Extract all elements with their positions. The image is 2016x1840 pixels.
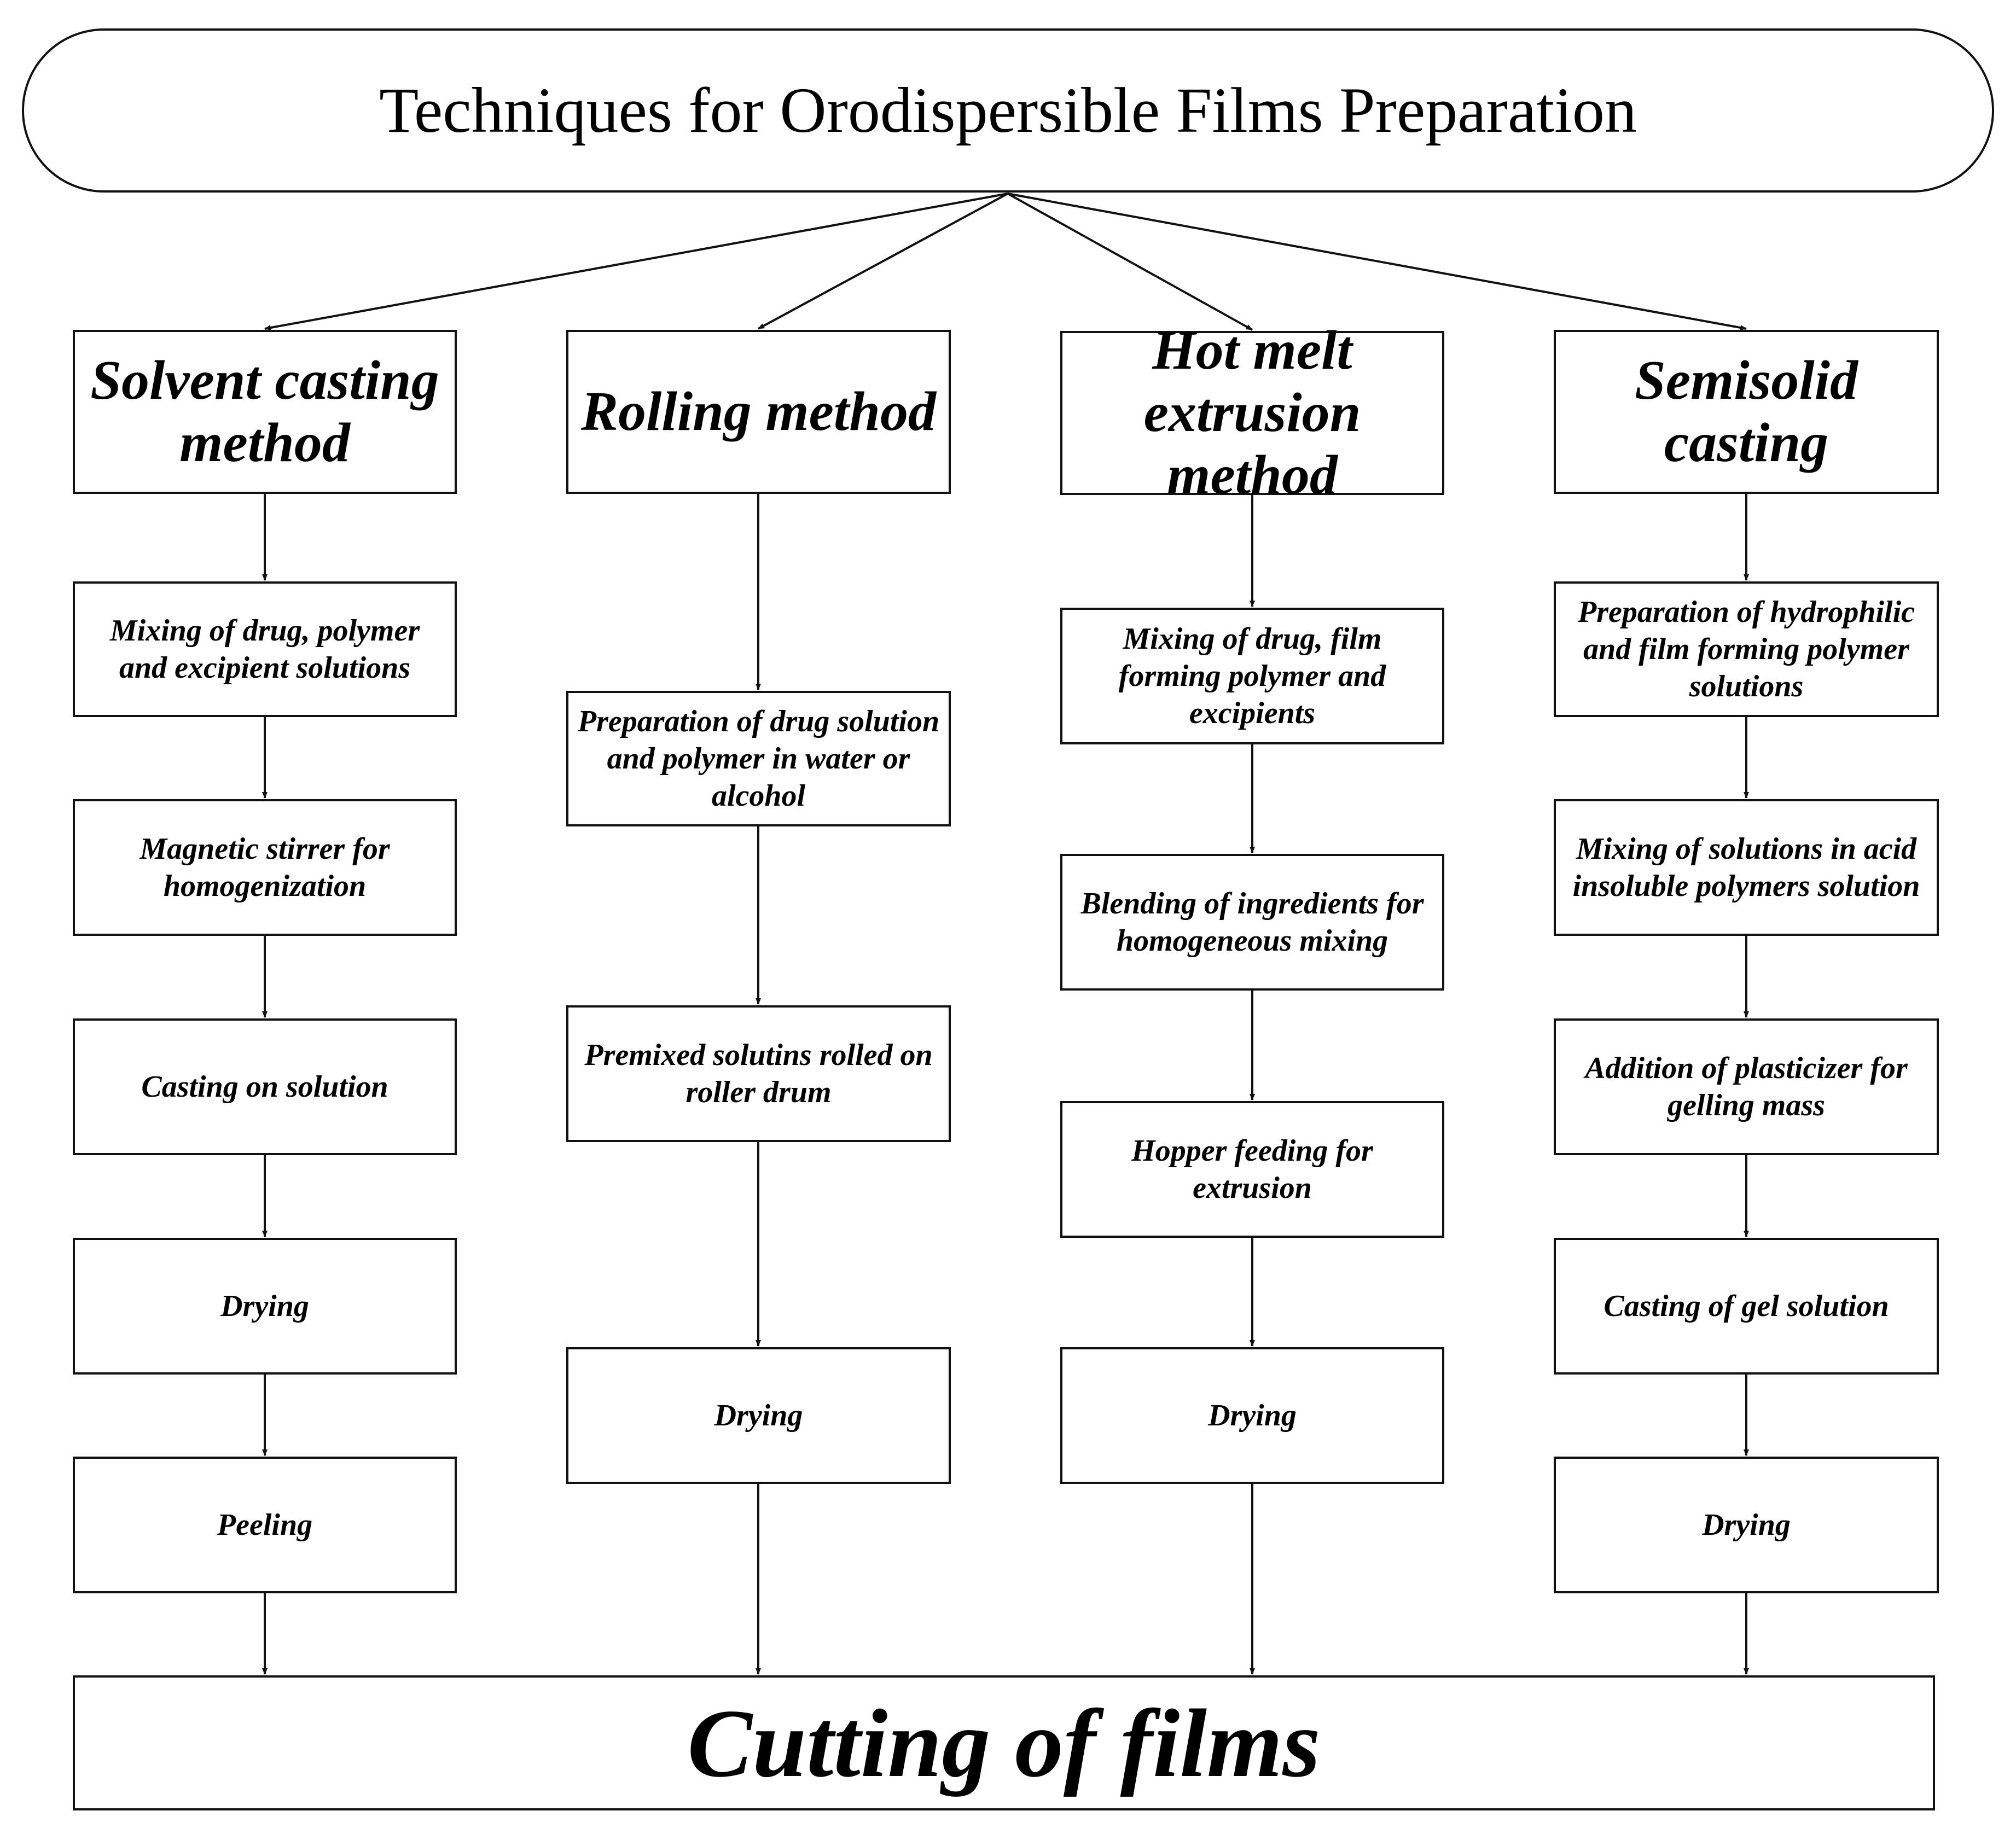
branch-arrow [758,193,1008,330]
step-box: Addition of plasticizer for gelling mass [1554,1018,1939,1155]
diagram-title: Techniques for Orodispersible Films Prep… [22,28,1994,193]
step-label: Drying [220,1289,309,1323]
step-box: Blending of ingredients for homogeneous … [1060,854,1444,991]
step-label: Casting of gel solution [1603,1289,1889,1323]
step-label: Addition of plasticizer for gelling mass [1585,1051,1908,1122]
step-box: Magnetic stirrer for homogenization [73,799,457,936]
method-box-solvent-casting: Solvent casting method [73,330,457,494]
step-box: Drying [566,1347,951,1484]
method-label: Rolling method [581,380,936,442]
method-label: Hot melt extrusion method [1143,319,1361,506]
branch-arrow [1007,193,1747,330]
step-box: Mixing of solutions in acid insoluble po… [1554,799,1939,936]
step-box: Casting on solution [73,1018,457,1155]
step-box: Drying [73,1238,457,1375]
method-label: Semisolid casting [1634,349,1858,474]
final-step-box: Cutting of films [73,1675,1935,1810]
step-label: Drying [714,1398,803,1433]
step-label: Magnetic stirrer for homogenization [140,831,390,903]
method-label: Solvent casting method [90,349,439,474]
step-box: Drying [1060,1347,1444,1484]
step-box: Preparation of hydrophilic and film form… [1554,581,1939,717]
step-box: Mixing of drug, film forming polymer and… [1060,608,1444,744]
step-label: Mixing of solutions in acid insoluble po… [1572,831,1920,903]
branch-arrow [1007,193,1253,331]
step-label: Premixed solutins rolled on roller drum [584,1038,933,1109]
step-box: Casting of gel solution [1554,1238,1939,1375]
method-box-hot-melt-extrusion: Hot melt extrusion method [1060,319,1444,506]
step-label: Mixing of drug, film forming polymer and… [1118,621,1386,731]
step-label: Drying [1208,1398,1297,1433]
branch-arrow [264,193,1008,330]
final-step-label: Cutting of films [687,1688,1321,1797]
method-box-rolling: Rolling method [566,330,951,494]
step-label: Mixing of drug, polymer and excipient so… [109,613,420,685]
step-box: Drying [1554,1457,1939,1593]
step-label: Blending of ingredients for homogeneous … [1080,886,1424,958]
step-label: Peeling [217,1507,313,1542]
step-label: Drying [1702,1507,1791,1542]
step-label: Casting on solution [141,1069,388,1104]
step-box: Hopper feeding for extrusion [1060,1101,1444,1238]
step-box: Peeling [73,1457,457,1593]
step-label: Preparation of drug solution and polymer… [577,704,940,813]
diagram-title-text: Techniques for Orodispersible Films Prep… [379,74,1637,146]
step-box: Mixing of drug, polymer and excipient so… [73,581,457,717]
step-box: Premixed solutins rolled on roller drum [566,1005,951,1142]
step-label: Hopper feeding for extrusion [1131,1133,1373,1205]
step-box: Preparation of drug solution and polymer… [566,691,951,826]
method-box-semisolid-casting: Semisolid casting [1554,330,1939,494]
step-label: Preparation of hydrophilic and film form… [1577,595,1915,704]
